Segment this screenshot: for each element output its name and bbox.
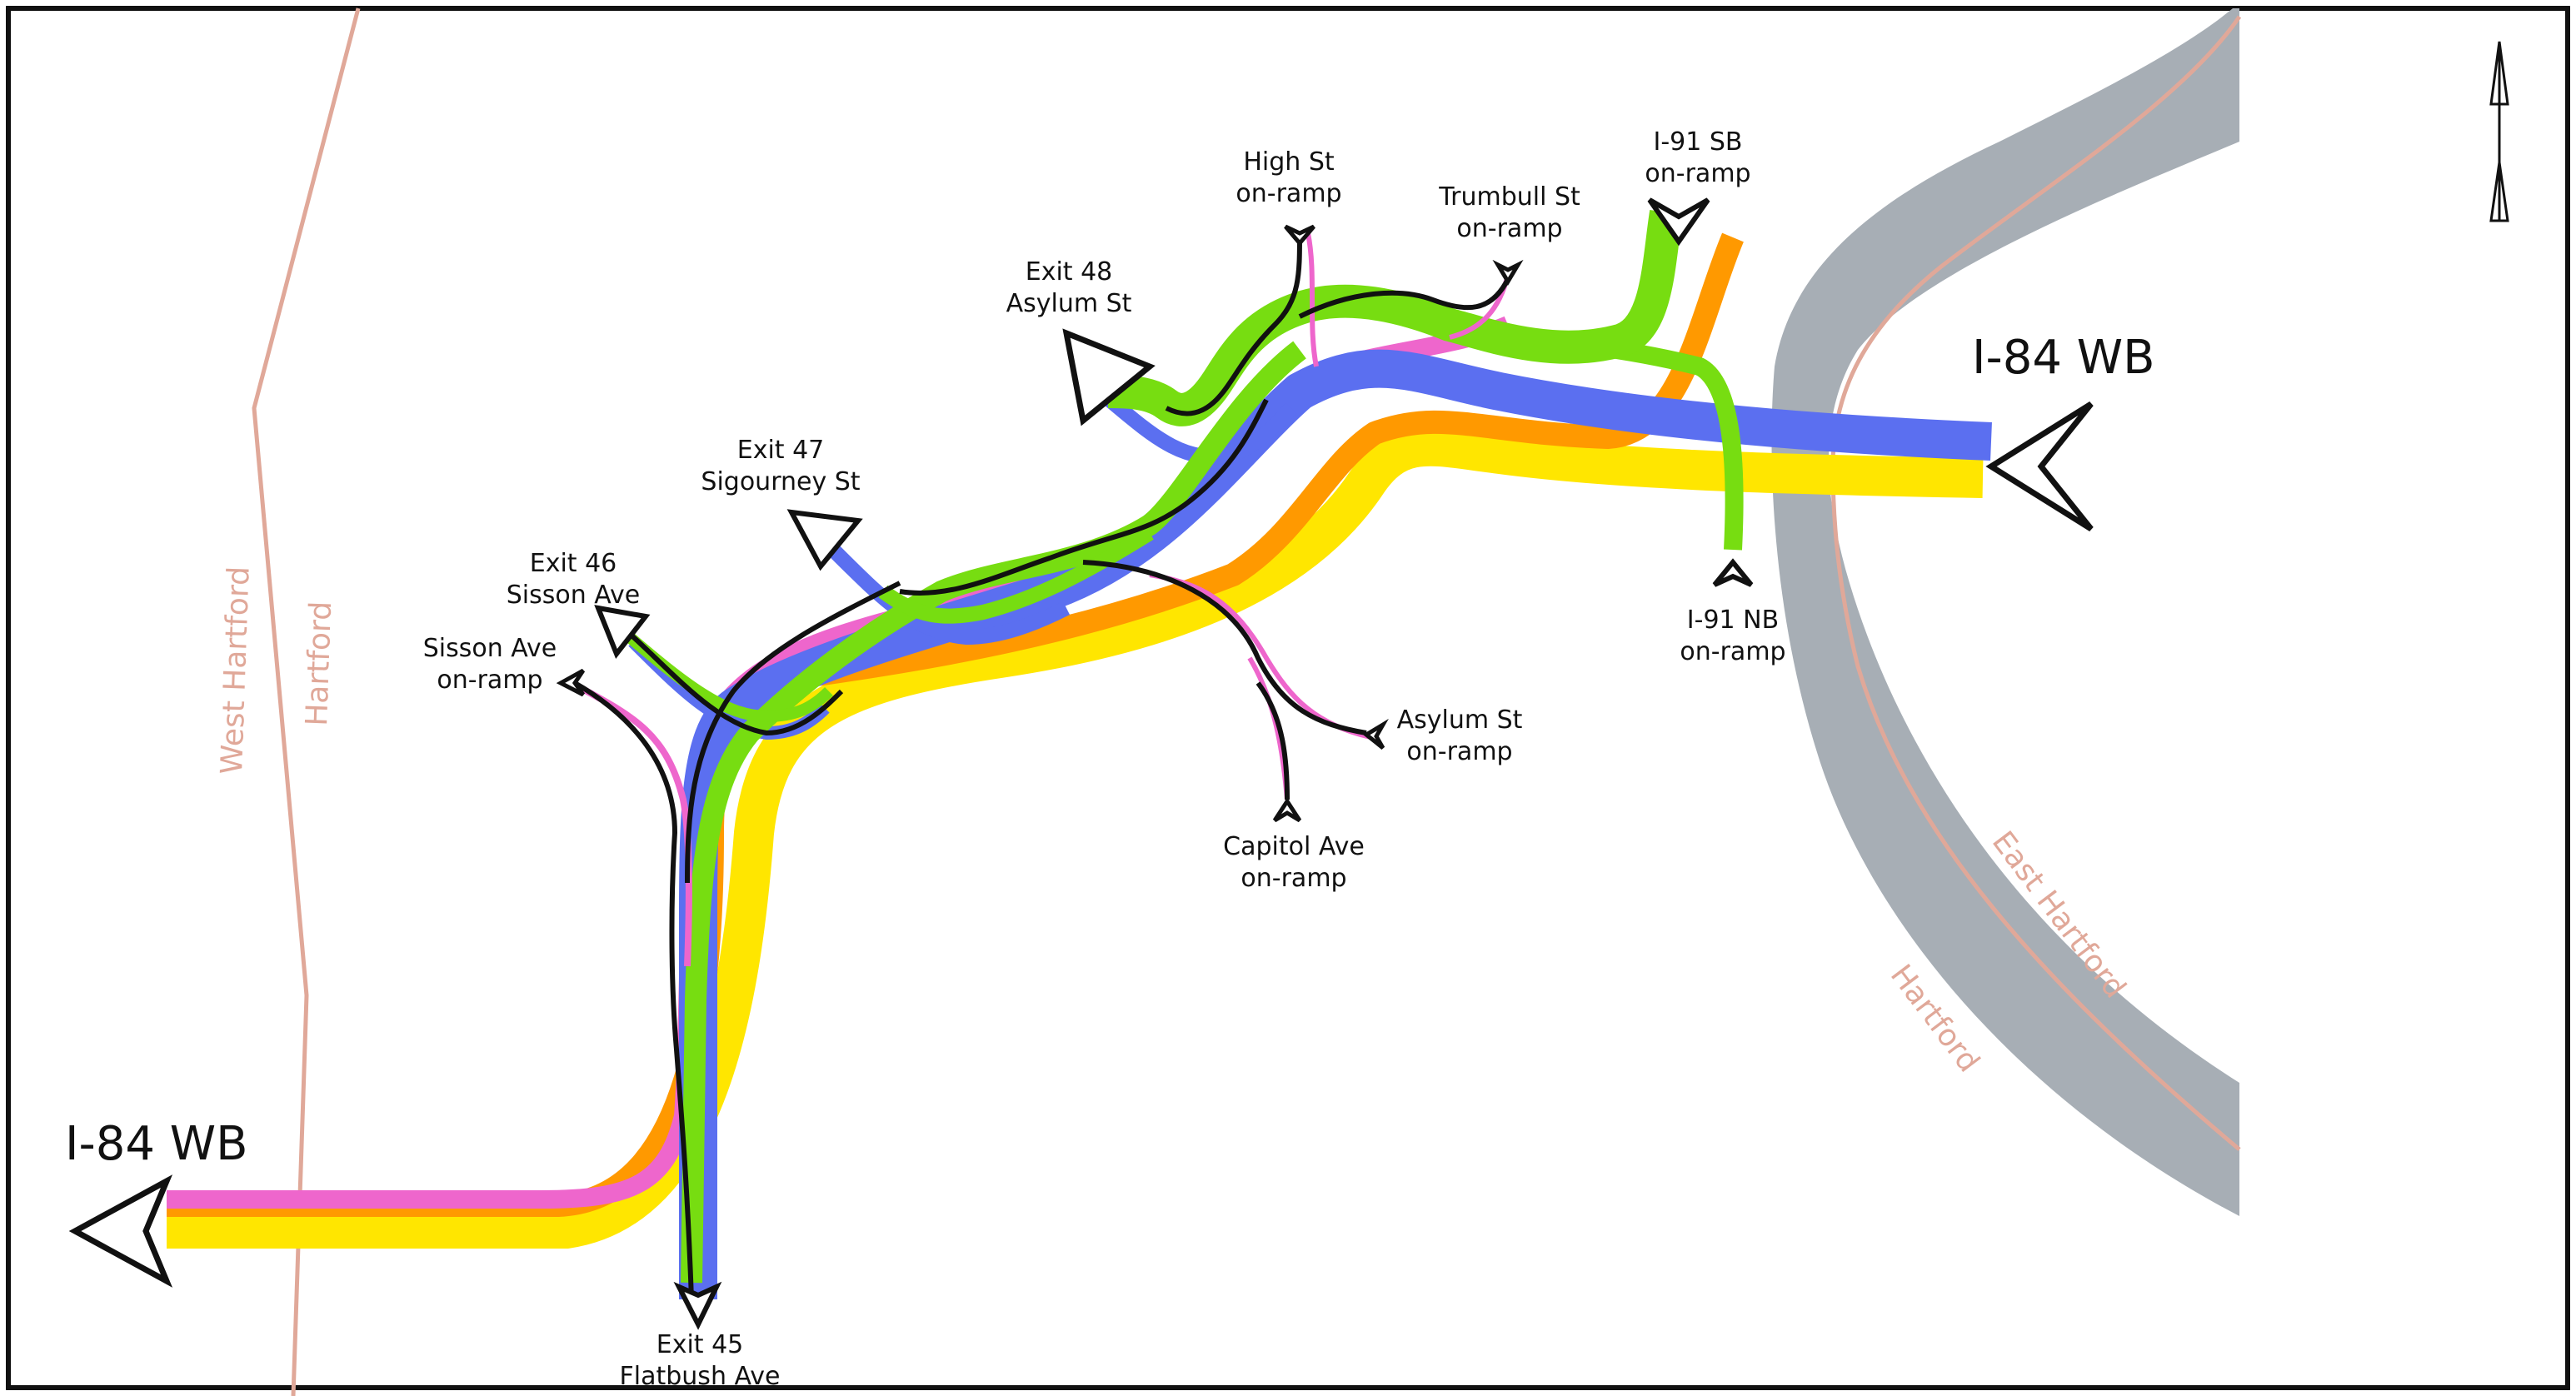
exit48-label-line2: Asylum St xyxy=(1006,289,1132,318)
i84-west-arrow-icon xyxy=(68,1174,173,1288)
asylum-onramp-icon xyxy=(1362,718,1389,750)
exit47-label-line1: Exit 47 xyxy=(737,436,825,465)
exit48-arrow-icon xyxy=(1062,328,1156,426)
outline-exit47 xyxy=(899,398,1269,596)
exit47-label-line2: Sigourney St xyxy=(701,467,860,496)
outline-trumbull xyxy=(1298,277,1510,319)
north-arrow-icon xyxy=(2489,41,2509,222)
outline-sisson-onramp xyxy=(573,681,694,1300)
exit46-label-line1: Exit 46 xyxy=(530,549,617,578)
capitol-onramp-icon xyxy=(1272,797,1302,823)
i91nb-label-line2: on-ramp xyxy=(1680,637,1785,666)
outline-high-st xyxy=(1165,232,1302,416)
sisson-onramp-icon xyxy=(556,668,586,697)
i84-west-label: I-84 WB xyxy=(65,1117,248,1171)
outline-exit46 xyxy=(627,631,844,735)
outline-asylum-capitol xyxy=(1082,560,1367,735)
high-st-label-line2: on-ramp xyxy=(1236,179,1341,208)
i91nb-onramp-icon xyxy=(1712,558,1754,587)
i91nb-label-line1: I-91 NB xyxy=(1687,606,1779,635)
exit46-label-line2: Sisson Ave xyxy=(507,581,641,610)
sisson-onramp-label-line2: on-ramp xyxy=(437,666,542,695)
river xyxy=(1771,8,2239,1216)
capitol-onramp-label-line1: Capitol Ave xyxy=(1223,832,1365,861)
exit45-label-line1: Exit 45 xyxy=(656,1330,744,1359)
trumbull-label-line1: Trumbull St xyxy=(1438,182,1580,212)
exit45-label-line2: Flatbush Ave xyxy=(620,1362,781,1391)
flow-band-green-i91sb xyxy=(1107,209,1683,426)
i84-east-label: I-84 WB xyxy=(1972,331,2155,385)
i91sb-label-line1: I-91 SB xyxy=(1653,127,1742,157)
flow-band-pink-sisson xyxy=(573,681,692,967)
town-label-west-hartford: West Hartford xyxy=(215,566,257,775)
exit48-label-line1: Exit 48 xyxy=(1026,257,1113,287)
flow-band-blue-exit47 xyxy=(827,544,1071,645)
high-st-onramp-icon xyxy=(1284,224,1315,247)
i91sb-onramp-icon xyxy=(1647,197,1710,247)
black-outlines xyxy=(573,232,1510,1300)
asylum-onramp-label-line2: on-ramp xyxy=(1406,737,1512,766)
capitol-onramp-label-line2: on-ramp xyxy=(1241,864,1346,893)
i91sb-label-line2: on-ramp xyxy=(1645,159,1750,188)
high-st-label-line1: High St xyxy=(1243,147,1335,177)
town-label-hartford-west: Hartford xyxy=(300,601,338,726)
flow-band-pink-high xyxy=(1305,232,1319,367)
sisson-onramp-label-line1: Sisson Ave xyxy=(423,634,557,663)
trumbull-onramp-icon xyxy=(1492,259,1524,286)
trumbull-label-line2: on-ramp xyxy=(1456,214,1562,243)
exit45-arrow-icon xyxy=(673,1281,722,1330)
outline-capitol xyxy=(1256,681,1290,800)
exit47-arrow-icon xyxy=(786,509,863,571)
asylum-onramp-label-line1: Asylum St xyxy=(1397,705,1523,735)
outline-exit45 xyxy=(685,581,901,884)
flow-band-green-main xyxy=(681,341,1306,1284)
i84-east-arrow-icon xyxy=(1985,401,2094,531)
flow-band-yellow xyxy=(167,426,1984,1249)
exit46-arrow-icon xyxy=(594,605,651,659)
